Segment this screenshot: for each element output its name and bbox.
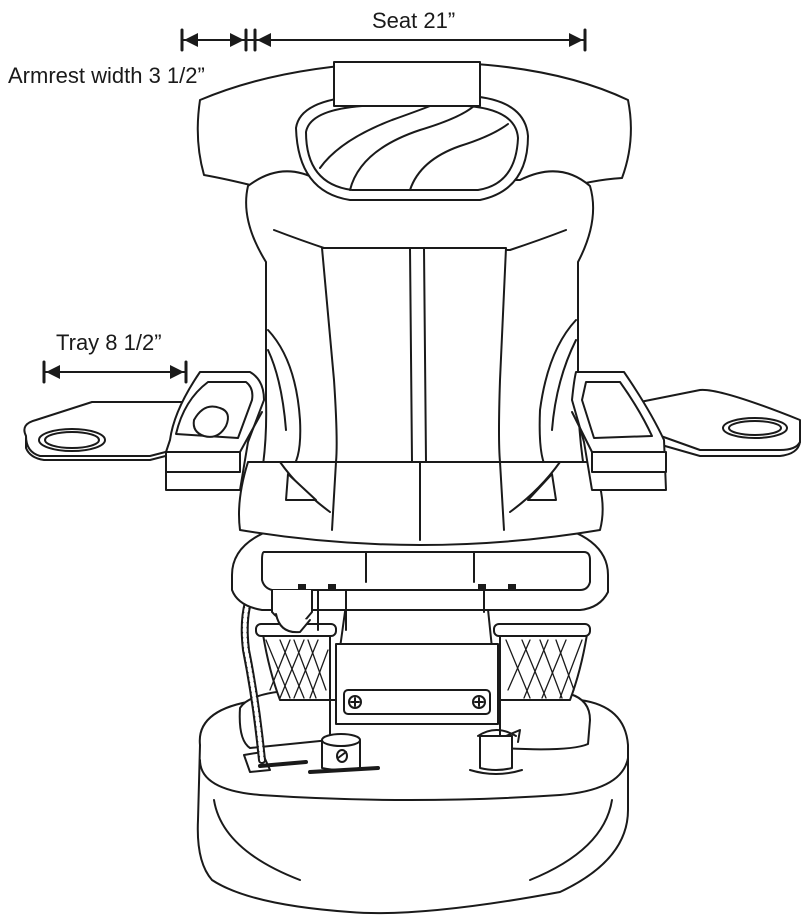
tub-controls (243, 729, 523, 775)
dimension-arrows (42, 28, 587, 384)
right-tray (639, 388, 801, 457)
foot-basket (255, 623, 591, 701)
tray-width-label: Tray 8 1/2” (56, 330, 162, 355)
seat-cushion (238, 461, 604, 546)
right-armrest (571, 371, 667, 491)
pedestal (335, 589, 499, 725)
leg-rest (231, 521, 609, 634)
left-tray (23, 401, 217, 461)
seat-width-label: Seat 21” (372, 8, 456, 33)
left-armrest (165, 371, 265, 491)
seat-back (196, 61, 632, 531)
armrest-width-label: Armrest width 3 1/2” (8, 63, 205, 88)
